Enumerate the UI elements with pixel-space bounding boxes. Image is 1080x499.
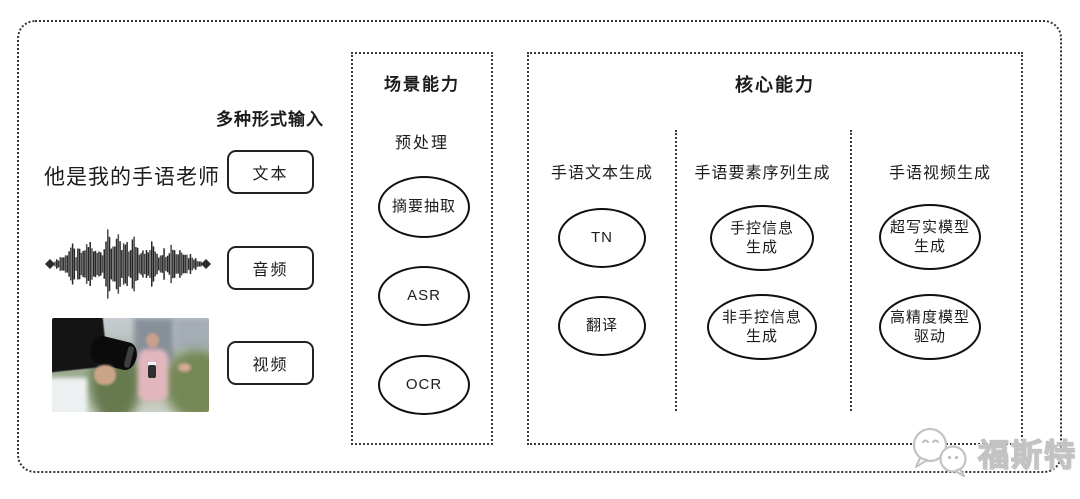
node-label-line: 超写实模型: [889, 218, 970, 236]
sample-sentence-text: 他是我的手语老师: [44, 166, 220, 189]
scene-capability-group: 场景能力 预处理 摘要抽取 ASR OCR: [351, 52, 493, 445]
preprocess-label: 预处理: [394, 135, 449, 152]
audio-input-box: 音频: [227, 246, 314, 290]
outer-dotted-frame: [17, 20, 1062, 473]
audio-input-label: 音频: [252, 262, 289, 279]
node-hyperrealistic-model-generation: 超写实模型 生成: [879, 204, 981, 270]
node-label-line: 生成: [745, 239, 778, 256]
node-label-line: 手控信息: [729, 219, 794, 237]
node-high-precision-model-driving: 高精度模型 驱动: [879, 294, 981, 360]
core-capability-group: 核心能力 手语文本生成 手语要素序列生成 手语视频生成 TN 翻译 手控信息 生…: [527, 52, 1023, 445]
video-bg-building: [174, 318, 209, 350]
node-label: OCR: [405, 376, 443, 394]
node-label: 翻译: [585, 317, 618, 335]
column-label-video-generation: 手语视频生成: [888, 165, 991, 182]
node-label-line: 高精度模型: [889, 308, 970, 326]
video-bg-bush: [165, 349, 209, 412]
node-label-line: 非手控信息: [721, 308, 802, 326]
node-label-line: 驱动: [913, 328, 946, 345]
text-input-label: 文本: [252, 166, 289, 183]
column-divider: [850, 130, 852, 411]
watermark: 福斯特: [906, 424, 1077, 480]
video-cameraman-shoulder: [52, 378, 87, 412]
node-non-manual-info-generation: 非手控信息 生成: [707, 294, 817, 360]
video-reporter-head: [146, 333, 160, 349]
scene-group-title: 场景能力: [384, 75, 460, 94]
input-section-header: 多种形式输入: [216, 110, 324, 129]
node-asr: ASR: [378, 266, 470, 326]
video-reporter-hand: [177, 363, 191, 373]
text-input-box: 文本: [227, 150, 314, 194]
node-translation: 翻译: [558, 296, 646, 356]
node-tn: TN: [558, 208, 646, 268]
node-label: ASR: [407, 287, 441, 305]
video-microphone: [147, 365, 156, 378]
node-ocr: OCR: [378, 355, 470, 415]
video-cameraman-hand: [94, 365, 117, 385]
column-label-element-sequence-generation: 手语要素序列生成: [694, 165, 831, 182]
column-label-text-generation: 手语文本生成: [550, 165, 653, 182]
node-manual-info-generation: 手控信息 生成: [710, 205, 814, 271]
audio-waveform-icon: [45, 229, 211, 299]
chat-bubbles-icon: [912, 427, 967, 478]
column-divider: [675, 130, 677, 411]
node-label-line: 生成: [913, 238, 946, 255]
node-label: TN: [591, 229, 613, 247]
node-label-line: 生成: [745, 328, 778, 345]
node-summary-extraction: 摘要抽取: [378, 176, 470, 238]
core-group-title: 核心能力: [735, 75, 815, 95]
video-mic-flag: [147, 362, 156, 368]
watermark-text: 福斯特: [977, 437, 1077, 473]
video-input-label: 视频: [252, 357, 289, 374]
video-frame-image: [52, 318, 209, 412]
video-input-box: 视频: [227, 341, 314, 385]
node-label: 摘要抽取: [391, 198, 456, 216]
